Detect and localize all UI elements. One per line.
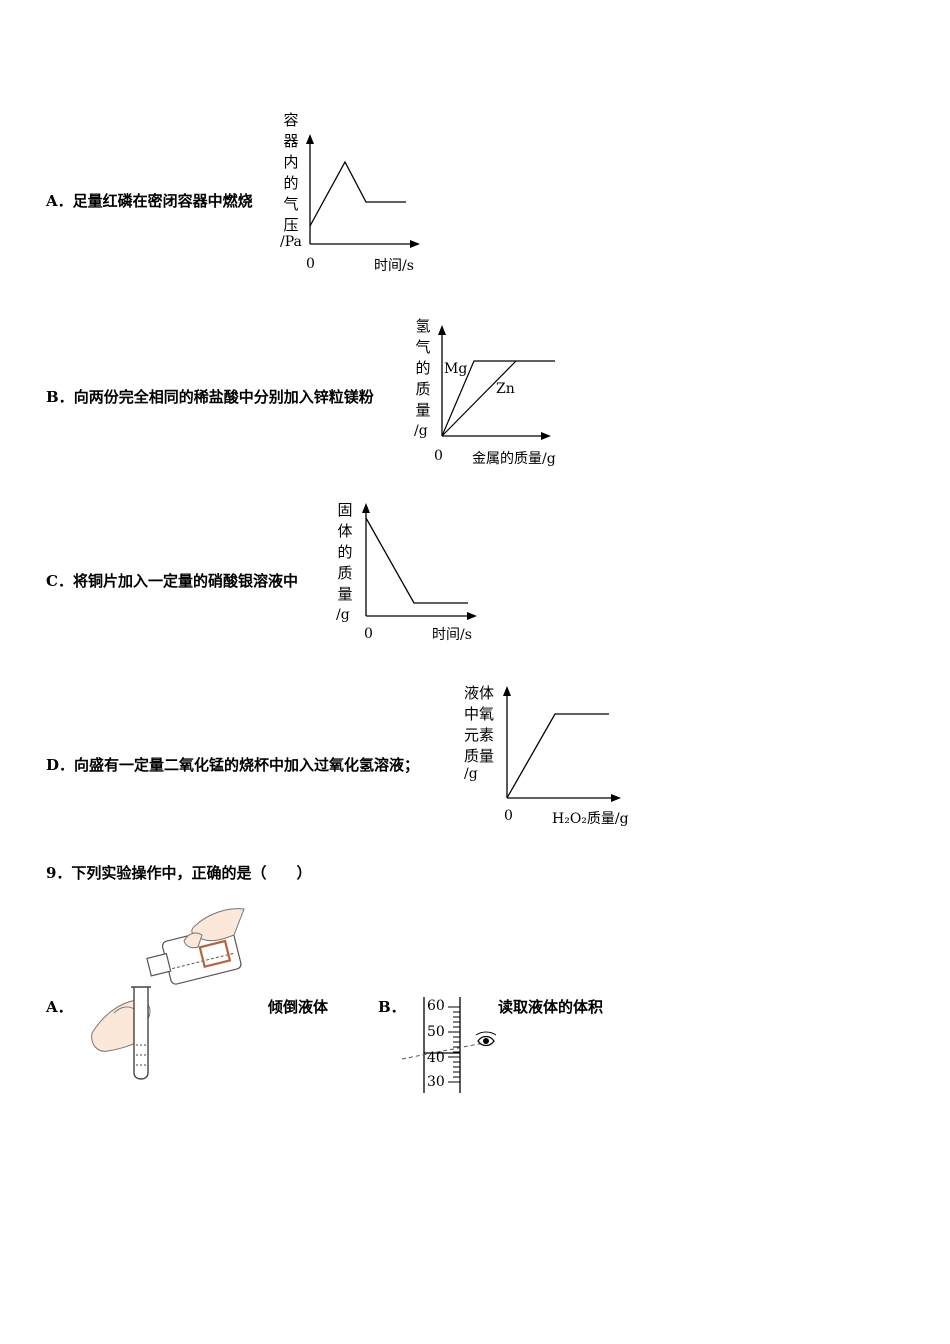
chart-c-curve [365,517,468,604]
chart-c-y-arrow [362,503,370,513]
chart-b-plot [438,325,555,440]
chart-c-x-arrow [467,612,477,620]
q9-option-b-caption: 读取液体的体积 [498,998,604,1016]
chart-c-ylabel-char: 质 [337,564,353,582]
cylinder-scale [448,1006,460,1083]
chart-c-ylabel-char: 体 [337,522,353,540]
option-c-text: 将铜片加入一定量的硝酸银溶液中 [72,572,298,590]
chart-b-ylabel-char: 质 [415,380,431,398]
cylinder-tick-60: 60 [427,998,445,1014]
chart-d-y-arrow [503,686,511,696]
chart-c-yunit: /g [336,607,350,623]
chart-a-origin: 0 [306,256,315,272]
chart-b-series-mg: Mg [444,361,468,377]
option-b: B．向两份完全相同的稀盐酸中分别加入锌粒镁粉 [46,386,374,407]
option-c-letter: C． [46,572,73,590]
reagent-bottle [146,925,242,985]
option-d: D．向盛有一定量二氧化锰的烧杯中加入过氧化氢溶液； [46,754,419,775]
chart-a-curve [309,160,406,227]
chart-d-x-arrow [611,794,621,802]
option-a-text: 足量红磷在密闭容器中燃烧 [72,192,253,210]
chart-b-yunit: /g [414,423,428,439]
chart-b-origin: 0 [434,448,443,464]
chart-a-xlabel: 时间/s [374,258,414,274]
option-a: A．足量红磷在密闭容器中燃烧 [46,190,253,211]
chart-c-plot [362,503,477,620]
chart-b-series-zn: Zn [496,381,515,397]
cylinder-tick-40: 40 [427,1050,445,1066]
chart-a-ylabel-char: 的 [283,174,299,192]
chart-a-yunit: /Pa [280,234,302,250]
chart-b-xlabel: 金属的质量/g [472,451,556,467]
chart-c-ylabel-char: 量 [337,585,353,603]
chart-d-ylabel-line: 中氧 [464,705,495,723]
chart-c-origin: 0 [364,626,373,642]
chart-a-ylabel-char: 气 [283,195,299,213]
chart-a-plot [306,134,420,248]
chart-b-mg-line [441,360,555,437]
chart-c-ylabel-char: 固 [337,501,353,519]
chart-b-ylabel-char: 量 [415,401,431,419]
chart-b-zn-line [441,360,517,437]
option-d-text: 向盛有一定量二氧化锰的烧杯中加入过氧化氢溶液； [74,756,420,774]
chart-a-y-arrow [306,134,314,144]
cylinder-tick-30: 30 [427,1074,445,1090]
question-9-stem: 9．下列实验操作中，正确的是（ ） [46,864,312,882]
chart-d-ylabel-line: 液体 [464,684,495,702]
chart-b-x-arrow [541,432,551,440]
chart-a-ylabel-char: 容 [283,111,299,129]
option-c: C．将铜片加入一定量的硝酸银溶液中 [46,570,298,591]
pouring-liquid-illustration [91,908,245,1080]
option-d-letter: D． [46,756,75,774]
chart-a-ylabel-char: 压 [283,216,299,234]
chart-b-ylabel-char: 的 [415,359,431,377]
graduated-cylinder-illustration [401,997,497,1093]
chart-a-ylabel-char: 内 [283,153,299,171]
chart-a-x-arrow [410,240,420,248]
chart-c-xlabel: 时间/s [432,627,472,643]
q9-option-a-letter: A． [46,998,73,1016]
test-tube [133,987,149,1080]
chart-d-curve [506,713,609,799]
chart-c-ylabel-char: 的 [337,543,353,561]
chart-b-y-arrow [438,325,446,335]
cylinder-tick-50: 50 [427,1024,445,1040]
eye-icon [475,1031,497,1047]
chart-b-ylabel-char: 氢 [415,317,431,335]
sight-line [401,1040,495,1060]
option-a-letter: A． [46,192,73,210]
option-b-letter: B． [46,388,74,406]
chart-d-ylabel-line: 质量 [464,747,495,765]
chart-a-ylabel-char: 器 [283,132,299,150]
q9-option-a-caption: 倾倒液体 [268,998,329,1016]
chart-d-xlabel: H₂O₂质量/g [552,811,629,827]
q9-option-b-letter: B． [378,998,406,1016]
chart-d-origin: 0 [504,808,513,824]
option-b-text: 向两份完全相同的稀盐酸中分别加入锌粒镁粉 [73,388,374,406]
chart-d-ylabel-line: 元素 [464,726,495,744]
chart-d-yunit: /g [464,766,478,782]
chart-d-plot [503,686,621,802]
chart-b-ylabel-char: 气 [415,338,431,356]
